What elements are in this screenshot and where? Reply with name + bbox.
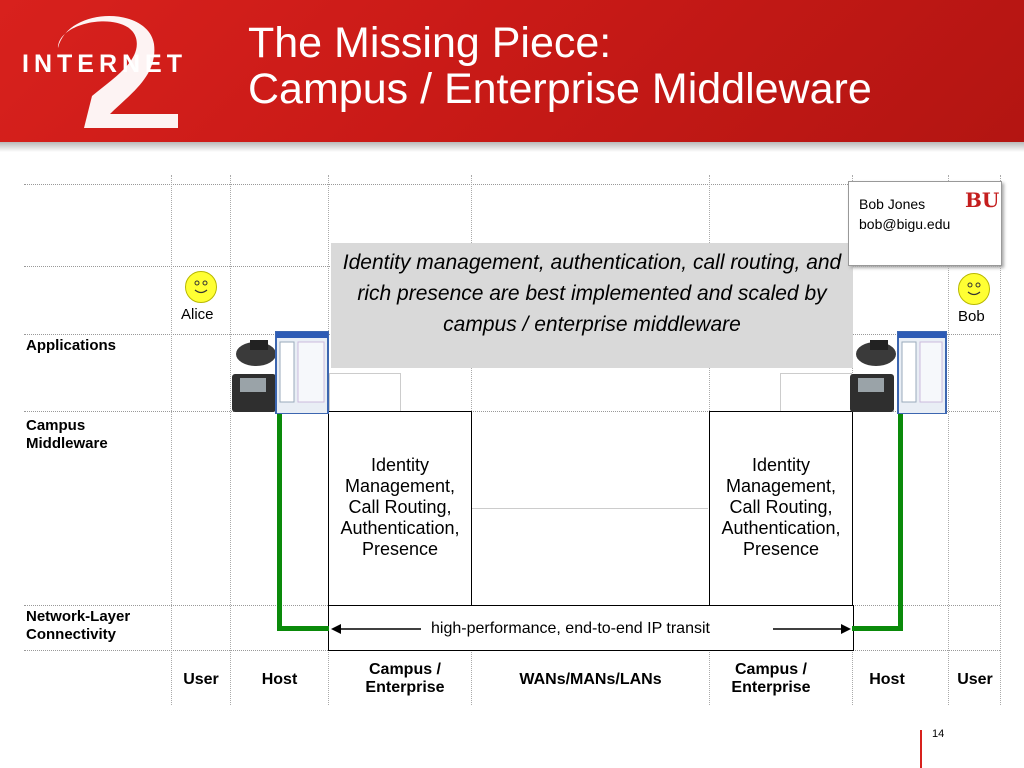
grid-column-line xyxy=(171,175,172,705)
phone-computer-right-icon xyxy=(850,331,947,414)
grid-column-line xyxy=(948,175,949,705)
col-label-campus-left: Campus / Enterprise xyxy=(334,661,476,697)
app-placeholder-box xyxy=(329,373,401,413)
row-label-line: Network-Layer xyxy=(26,608,131,625)
contact-name: Bob Jones xyxy=(859,196,926,212)
callout-text: Identity management, authentication, cal… xyxy=(342,251,842,336)
green-link-right-horizontal xyxy=(852,626,903,631)
grid-line xyxy=(24,411,1000,412)
smiley-alice-icon xyxy=(185,271,217,303)
col-label-line: Enterprise xyxy=(731,679,811,696)
middleware-line: Authentication, xyxy=(721,518,841,538)
middleware-line: Management, xyxy=(344,476,456,496)
row-label-applications: Applications xyxy=(26,337,117,354)
middleware-line: Call Routing, xyxy=(729,497,833,517)
bob-contact-card: Bob Jones bob@bigu.edu BU xyxy=(848,181,1002,266)
header-shadow xyxy=(0,142,1024,152)
title-line-2: Campus / Enterprise Middleware xyxy=(248,65,872,113)
middleware-box-left: Identity Management, Call Routing, Authe… xyxy=(328,411,472,607)
contact-email: bob@bigu.edu xyxy=(859,216,951,232)
middleware-line: Authentication, xyxy=(340,518,460,538)
transit-box: high-performance, end-to-end IP transit xyxy=(328,605,854,651)
smiley-bob-icon xyxy=(958,273,990,305)
row-label-campus-middleware: Campus Middleware xyxy=(26,417,108,453)
middleware-box-right: Identity Management, Call Routing, Authe… xyxy=(709,411,853,607)
row-label-network: Network-Layer Connectivity xyxy=(26,608,130,644)
middleware-line: Presence xyxy=(742,539,820,559)
col-label-user-right: User xyxy=(957,671,993,688)
page-number: 14 xyxy=(932,728,945,740)
bu-badge: BU xyxy=(965,188,1000,212)
row-label-line: Middleware xyxy=(26,435,108,452)
row-label-line: Campus xyxy=(26,417,86,434)
grid-line xyxy=(24,184,1000,185)
col-label-line: Enterprise xyxy=(365,679,445,696)
wan-divider xyxy=(472,508,708,509)
row-label-line: Connectivity xyxy=(26,626,117,643)
col-label-host-right: Host xyxy=(869,671,905,688)
person-label-alice: Alice xyxy=(181,306,214,323)
grid-column-line xyxy=(1000,175,1001,705)
col-label-wan: WANs/MANs/LANs xyxy=(519,671,662,688)
transit-arrows xyxy=(331,624,851,634)
middleware-text: Identity Management, Call Routing, Authe… xyxy=(710,455,852,560)
middleware-text: Identity Management, Call Routing, Authe… xyxy=(329,455,471,560)
phone-computer-left-icon xyxy=(232,331,329,414)
middleware-line: Identity xyxy=(751,455,811,475)
middleware-line: Identity xyxy=(370,455,430,475)
middleware-line: Call Routing, xyxy=(348,497,452,517)
logo-text: INTERNET xyxy=(22,50,187,78)
green-link-left-vertical xyxy=(277,405,282,631)
col-label-host-left: Host xyxy=(261,671,298,688)
middleware-line: Presence xyxy=(361,539,439,559)
col-label-user-left: User xyxy=(183,671,219,688)
title-line-1: The Missing Piece: xyxy=(248,19,612,67)
col-label-line: Campus / xyxy=(368,661,441,678)
green-link-right-vertical xyxy=(898,405,903,631)
internet2-logo: INTERNET xyxy=(22,15,187,129)
col-label-campus-right: Campus / Enterprise xyxy=(700,661,842,697)
slide-title: The Missing Piece: Campus / Enterprise M… xyxy=(248,20,872,112)
person-label-bob: Bob xyxy=(958,308,985,325)
middleware-line: Management, xyxy=(725,476,837,496)
app-placeholder-box xyxy=(780,373,852,413)
footer-accent-bar xyxy=(920,730,922,768)
grid-column-line xyxy=(230,175,231,705)
callout-box: Identity management, authentication, cal… xyxy=(331,243,853,368)
col-label-line: Campus / xyxy=(734,661,807,678)
transit-label: high-performance, end-to-end IP transit xyxy=(427,620,714,638)
green-link-left-horizontal xyxy=(277,626,329,631)
